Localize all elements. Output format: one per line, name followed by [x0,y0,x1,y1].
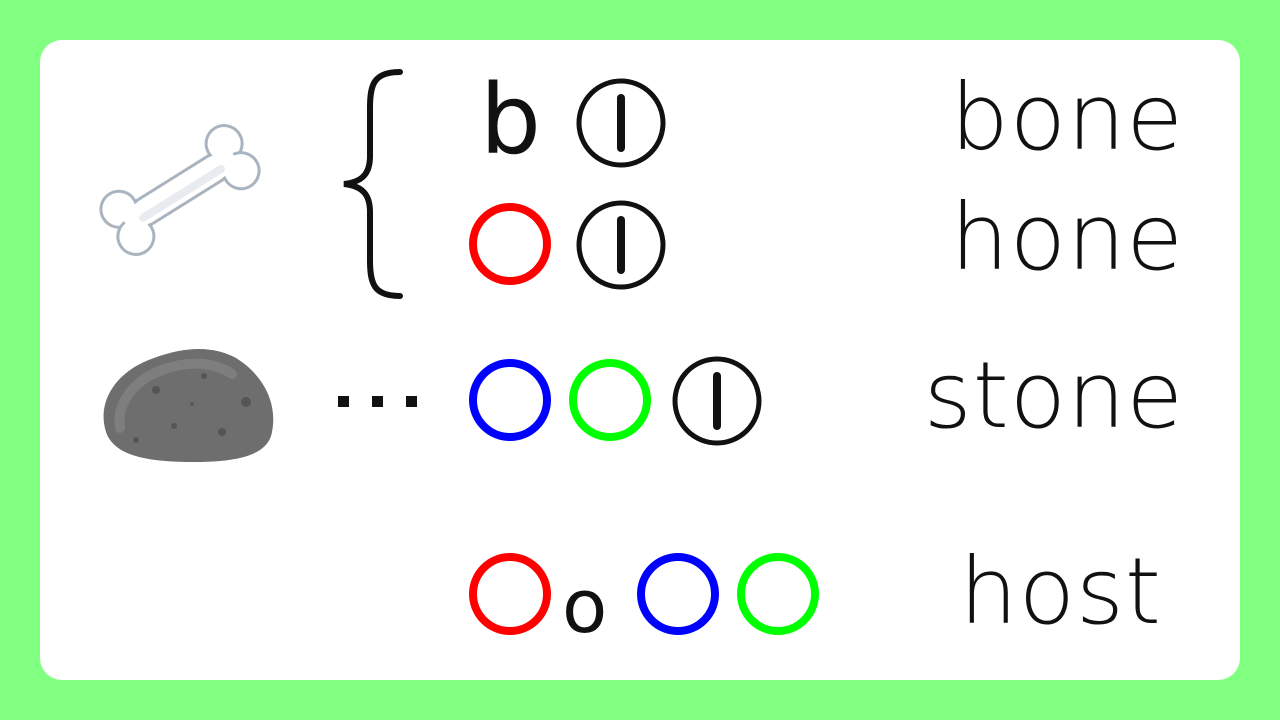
word-host: host [959,538,1162,645]
green-circle-icon [566,356,654,444]
word-stone: stone [923,342,1184,449]
blue-circle-icon [466,356,554,444]
stone-icon [96,340,280,468]
letter-small-o: o [562,564,608,650]
letter-b: b [480,64,541,176]
red-circle-icon [466,200,554,288]
ellipsis-icon [336,392,420,412]
word-hone: hone [950,184,1184,291]
bone-icon [80,110,280,270]
word-bone: bone [950,64,1184,171]
circle-with-bar-icon [670,354,764,448]
red-circle-icon [466,550,554,638]
green-circle-icon [734,550,822,638]
circle-with-bar-icon [574,76,668,170]
blue-circle-icon [634,550,722,638]
circle-with-bar-icon [574,198,668,292]
left-curly-brace [330,66,420,302]
